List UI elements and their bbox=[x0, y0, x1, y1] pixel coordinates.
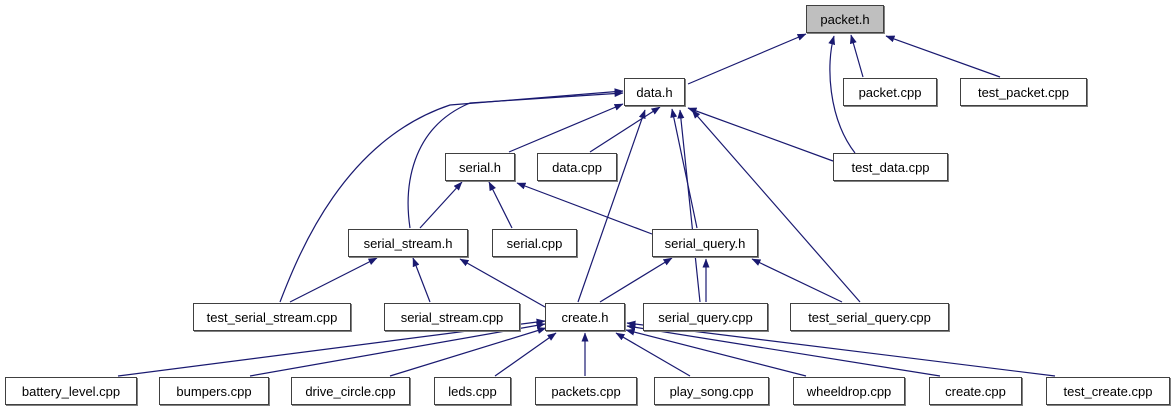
graph-node-label: data.h bbox=[636, 84, 673, 100]
dependency-edge bbox=[407, 90, 624, 229]
graph-node-packet-cpp[interactable]: packet.cpp bbox=[843, 78, 937, 106]
dependency-edge bbox=[687, 107, 834, 162]
dependency-edge bbox=[626, 323, 941, 377]
graph-node-serial-cpp[interactable]: serial.cpp bbox=[492, 229, 577, 257]
dependency-edge bbox=[751, 258, 843, 303]
graph-node-label: bumpers.cpp bbox=[176, 383, 252, 399]
dependency-edge bbox=[289, 257, 378, 303]
graph-node-bumpers-cpp[interactable]: bumpers.cpp bbox=[159, 377, 269, 405]
graph-node-label: packet.h bbox=[820, 11, 870, 27]
graph-node-label: test_serial_stream.cpp bbox=[206, 309, 338, 325]
graph-node-serial-query-h[interactable]: serial_query.h bbox=[652, 229, 758, 257]
graph-node-leds-cpp[interactable]: leds.cpp bbox=[434, 377, 511, 405]
graph-node-create-cpp[interactable]: create.cpp bbox=[929, 377, 1022, 405]
graph-node-label: serial_query.h bbox=[664, 235, 746, 251]
graph-node-serial-h[interactable]: serial.h bbox=[445, 153, 515, 181]
graph-node-wheeldrop-cpp[interactable]: wheeldrop.cpp bbox=[793, 377, 905, 405]
dependency-edge bbox=[849, 34, 864, 78]
dependency-edge bbox=[885, 35, 1001, 78]
dependency-edge bbox=[389, 327, 547, 377]
graph-node-test-serial-stream-cpp[interactable]: test_serial_stream.cpp bbox=[193, 303, 351, 331]
dependency-edge bbox=[516, 182, 653, 235]
graph-node-label: test_create.cpp bbox=[1063, 383, 1153, 399]
graph-node-drive-circle-cpp[interactable]: drive_circle.cpp bbox=[291, 377, 410, 405]
graph-node-label: serial_stream.cpp bbox=[400, 309, 504, 325]
graph-node-create-h[interactable]: create.h bbox=[545, 303, 625, 331]
graph-node-data-h[interactable]: data.h bbox=[624, 78, 685, 106]
graph-node-label: serial_stream.h bbox=[363, 235, 453, 251]
dependency-edge bbox=[508, 103, 624, 153]
dependency-edge bbox=[625, 328, 807, 377]
graph-node-label: create.cpp bbox=[945, 383, 1006, 399]
dependency-edge bbox=[412, 257, 431, 303]
graph-node-label: drive_circle.cpp bbox=[305, 383, 396, 399]
graph-node-label: play_song.cpp bbox=[669, 383, 754, 399]
graph-node-label: wheeldrop.cpp bbox=[806, 383, 892, 399]
graph-node-label: test_serial_query.cpp bbox=[808, 309, 931, 325]
graph-node-packets-cpp[interactable]: packets.cpp bbox=[535, 377, 637, 405]
dependency-edge bbox=[589, 106, 661, 153]
graph-node-label: serial.cpp bbox=[506, 235, 563, 251]
dependency-edge bbox=[670, 108, 698, 229]
graph-node-data-cpp[interactable]: data.cpp bbox=[537, 153, 617, 181]
dependency-edge bbox=[488, 181, 513, 229]
graph-node-label: test_data.cpp bbox=[851, 159, 930, 175]
dependency-edge bbox=[419, 181, 463, 229]
dependency-edge bbox=[577, 109, 646, 303]
graph-node-label: packet.cpp bbox=[858, 84, 922, 100]
graph-node-label: data.cpp bbox=[552, 159, 602, 175]
graph-node-label: serial.h bbox=[459, 159, 501, 175]
graph-node-label: packets.cpp bbox=[551, 383, 621, 399]
dependency-edge bbox=[459, 258, 546, 308]
graph-node-serial-stream-h[interactable]: serial_stream.h bbox=[348, 229, 468, 257]
dependency-edge bbox=[279, 88, 624, 303]
graph-node-label: leds.cpp bbox=[448, 383, 497, 399]
graph-node-label: serial_query.cpp bbox=[658, 309, 753, 325]
graph-node-packet-h[interactable]: packet.h bbox=[806, 5, 884, 33]
dependency-edge bbox=[494, 332, 557, 377]
graph-node-label: battery_level.cpp bbox=[21, 383, 121, 399]
dependency-edge bbox=[249, 322, 546, 377]
dependency-edge bbox=[691, 109, 861, 303]
dependency-edge bbox=[687, 33, 807, 85]
dependency-edge bbox=[615, 332, 691, 377]
dependency-edge bbox=[828, 35, 856, 154]
graph-node-play-song-cpp[interactable]: play_song.cpp bbox=[654, 377, 769, 405]
graph-node-serial-stream-cpp[interactable]: serial_stream.cpp bbox=[384, 303, 520, 331]
graph-node-label: test_packet.cpp bbox=[977, 84, 1070, 100]
graph-node-label: create.h bbox=[561, 309, 609, 325]
graph-node-test-data-cpp[interactable]: test_data.cpp bbox=[833, 153, 948, 181]
dependency-edge bbox=[626, 320, 1056, 377]
graph-node-serial-query-cpp[interactable]: serial_query.cpp bbox=[643, 303, 768, 331]
dependency-edge bbox=[677, 109, 701, 303]
graph-node-battery-level-cpp[interactable]: battery_level.cpp bbox=[5, 377, 137, 405]
graph-node-test-create-cpp[interactable]: test_create.cpp bbox=[1046, 377, 1170, 405]
graph-node-test-packet-cpp[interactable]: test_packet.cpp bbox=[960, 78, 1087, 106]
graph-node-test-serial-query-cpp[interactable]: test_serial_query.cpp bbox=[790, 303, 949, 331]
dependency-edge bbox=[599, 257, 673, 303]
